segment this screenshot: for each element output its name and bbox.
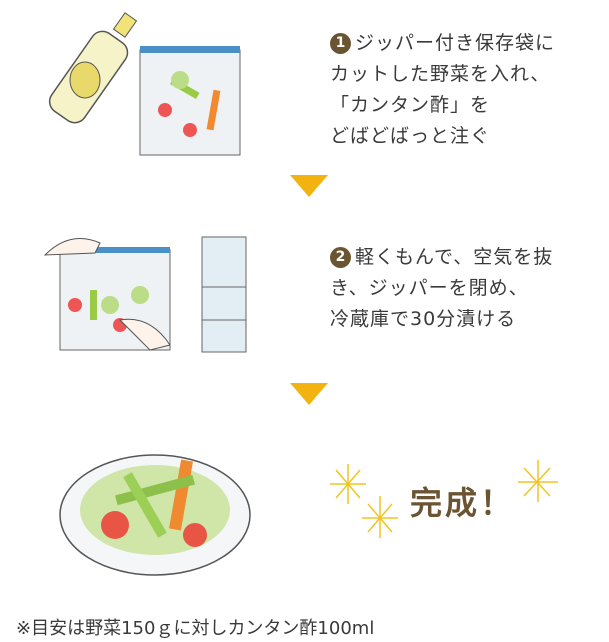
massage-bag-illustration	[43, 236, 247, 353]
hand-icon	[43, 238, 171, 351]
step-text-line: カットした野菜を入れ、	[330, 63, 551, 85]
sparkle-icon	[518, 460, 558, 502]
refrigerator-icon	[201, 236, 247, 353]
step-number-badge: 1	[330, 33, 351, 54]
done-label: 完成！	[410, 484, 516, 522]
down-arrow-icon	[290, 175, 328, 197]
step-text-line: どばどばっと注ぐ	[330, 125, 491, 147]
footnote: ※目安は野菜150ｇに対しカンタン酢100ml	[16, 618, 375, 639]
step-text-line: き、ジッパーを閉め、	[330, 277, 529, 299]
zipper-bag-icon	[139, 46, 241, 156]
sparkle-icon	[330, 464, 398, 538]
step-text-line: 「カンタン酢」を	[330, 94, 491, 116]
salad-illustration	[59, 454, 251, 576]
step-text-line: ジッパー付き保存袋に	[355, 32, 556, 54]
vinegar-bottle-icon	[48, 12, 138, 124]
step-text-line: 冷蔵庫で30分漬ける	[330, 308, 517, 330]
zipper-bag-icon	[59, 247, 171, 351]
step-text-line: 軽くもんで、空気を抜	[355, 246, 554, 268]
down-arrow-icon	[290, 383, 328, 405]
pour-vinegar-illustration	[48, 12, 241, 156]
step-number-badge: 2	[330, 247, 351, 268]
